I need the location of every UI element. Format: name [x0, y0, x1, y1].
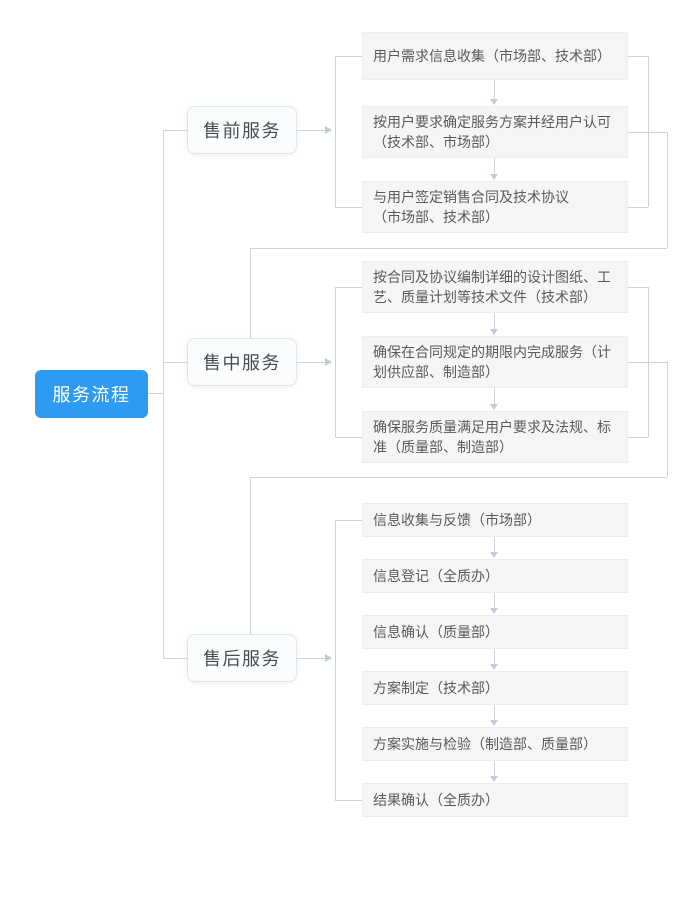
arrow-down-after-sale-5 — [490, 761, 498, 782]
flow-pre-to-in-horizontal — [250, 248, 667, 249]
merge-pre-sale-vertical — [648, 56, 649, 207]
bracket-after-sale — [335, 520, 336, 800]
step-after-sale-1: 信息收集与反馈（市场部） — [362, 503, 628, 537]
flow-in-to-after-vertical — [667, 362, 668, 477]
arrow-down-in-sale-2 — [490, 388, 498, 410]
bracket-after-sale-stub-top — [335, 520, 362, 521]
bracket-after-sale-stub-bottom — [335, 800, 362, 801]
stage-node-in-sale: 售中服务 — [187, 338, 297, 386]
step-pre-sale-2: 按用户要求确定服务方案并经用户认可 （技术部、市场部） — [362, 106, 628, 158]
connector-spine — [163, 130, 164, 658]
bracket-in-sale-stub-bottom — [335, 437, 362, 438]
flow-pre-to-in-vertical — [667, 132, 668, 248]
merge-pre-sale-stub-3 — [628, 207, 648, 208]
arrow-down-pre-sale-2 — [490, 158, 498, 180]
connector-root-spine — [148, 393, 163, 394]
step-in-sale-1: 按合同及协议编制详细的设计图纸、工 艺、质量计划等技术文件（技术部） — [362, 261, 628, 313]
bracket-in-sale-stub-top — [335, 287, 362, 288]
arrow-right-after-sale — [297, 654, 332, 662]
flow-in-to-after-drop — [250, 477, 251, 634]
bracket-pre-sale-stub-bottom — [335, 207, 362, 208]
arrow-down-pre-sale-1 — [490, 80, 498, 105]
stage-node-pre-sale: 售前服务 — [187, 106, 297, 154]
merge-in-sale-stub-3 — [628, 437, 648, 438]
bracket-pre-sale-stub-top — [335, 56, 362, 57]
arrow-down-after-sale-4 — [490, 705, 498, 726]
merge-pre-sale-stub-2 — [628, 132, 667, 133]
bracket-pre-sale — [335, 56, 336, 207]
arrow-down-after-sale-3 — [490, 649, 498, 670]
step-in-sale-2: 确保在合同规定的期限内完成服务（计 划供应部、制造部） — [362, 336, 628, 388]
step-after-sale-5: 方案实施与检验（制造部、质量部） — [362, 727, 628, 761]
connector-spine-in-sale — [163, 362, 187, 363]
connector-spine-pre-sale — [163, 130, 187, 131]
merge-in-sale-stub-1 — [628, 287, 648, 288]
step-pre-sale-3: 与用户签定销售合同及技术协议 （市场部、技术部） — [362, 181, 628, 233]
stage-node-after-sale: 售后服务 — [187, 634, 297, 682]
merge-pre-sale-stub-1 — [628, 56, 648, 57]
step-after-sale-6: 结果确认（全质办） — [362, 783, 628, 817]
arrow-right-pre-sale — [297, 126, 332, 134]
arrow-right-in-sale — [297, 358, 332, 366]
step-after-sale-3: 信息确认（质量部） — [362, 615, 628, 649]
flow-pre-to-in-drop — [250, 248, 251, 338]
flow-in-to-after-horizontal — [250, 477, 667, 478]
step-pre-sale-1: 用户需求信息收集（市场部、技术部） — [362, 32, 628, 80]
connector-spine-after-sale — [163, 658, 187, 659]
step-after-sale-4: 方案制定（技术部） — [362, 671, 628, 705]
merge-in-sale-stub-2 — [628, 362, 667, 363]
root-node-service-process: 服务流程 — [35, 370, 148, 418]
arrow-down-after-sale-1 — [490, 537, 498, 558]
arrow-down-after-sale-2 — [490, 593, 498, 614]
step-in-sale-3: 确保服务质量满足用户要求及法规、标 准（质量部、制造部） — [362, 411, 628, 463]
bracket-in-sale — [335, 287, 336, 437]
arrow-down-in-sale-1 — [490, 313, 498, 335]
step-after-sale-2: 信息登记（全质办） — [362, 559, 628, 593]
